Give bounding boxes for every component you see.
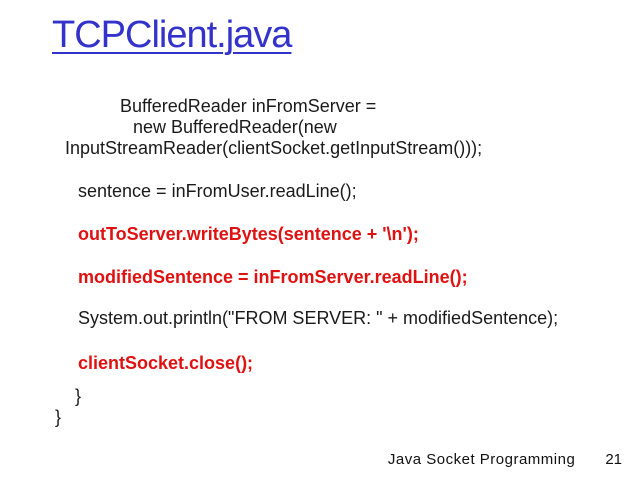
code-line: clientSocket.close(); (78, 353, 254, 373)
code-line: sentence = inFromUser.readLine(); (78, 181, 357, 201)
footer-label: Java Socket Programming (387, 451, 576, 468)
code-line: BufferedReader inFromServer = (120, 96, 377, 116)
code-line: InputStreamReader(clientSocket.getInputS… (65, 138, 483, 158)
code-block: BufferedReader inFromServer =new Buffere… (0, 96, 638, 428)
code-line: } (55, 407, 62, 427)
code-line: System.out.println("FROM SERVER: " + mod… (78, 308, 559, 328)
slide-title: TCPClient.java (52, 14, 292, 56)
footer: Java Socket Programming 21 (388, 451, 622, 468)
code-line: } (75, 386, 82, 406)
footer-page-number: 21 (605, 451, 622, 468)
code-line: modifiedSentence = inFromServer.readLine… (78, 267, 468, 287)
code-line: outToServer.writeBytes(sentence + '\n'); (78, 224, 419, 244)
code-line: new BufferedReader(new (133, 117, 337, 137)
